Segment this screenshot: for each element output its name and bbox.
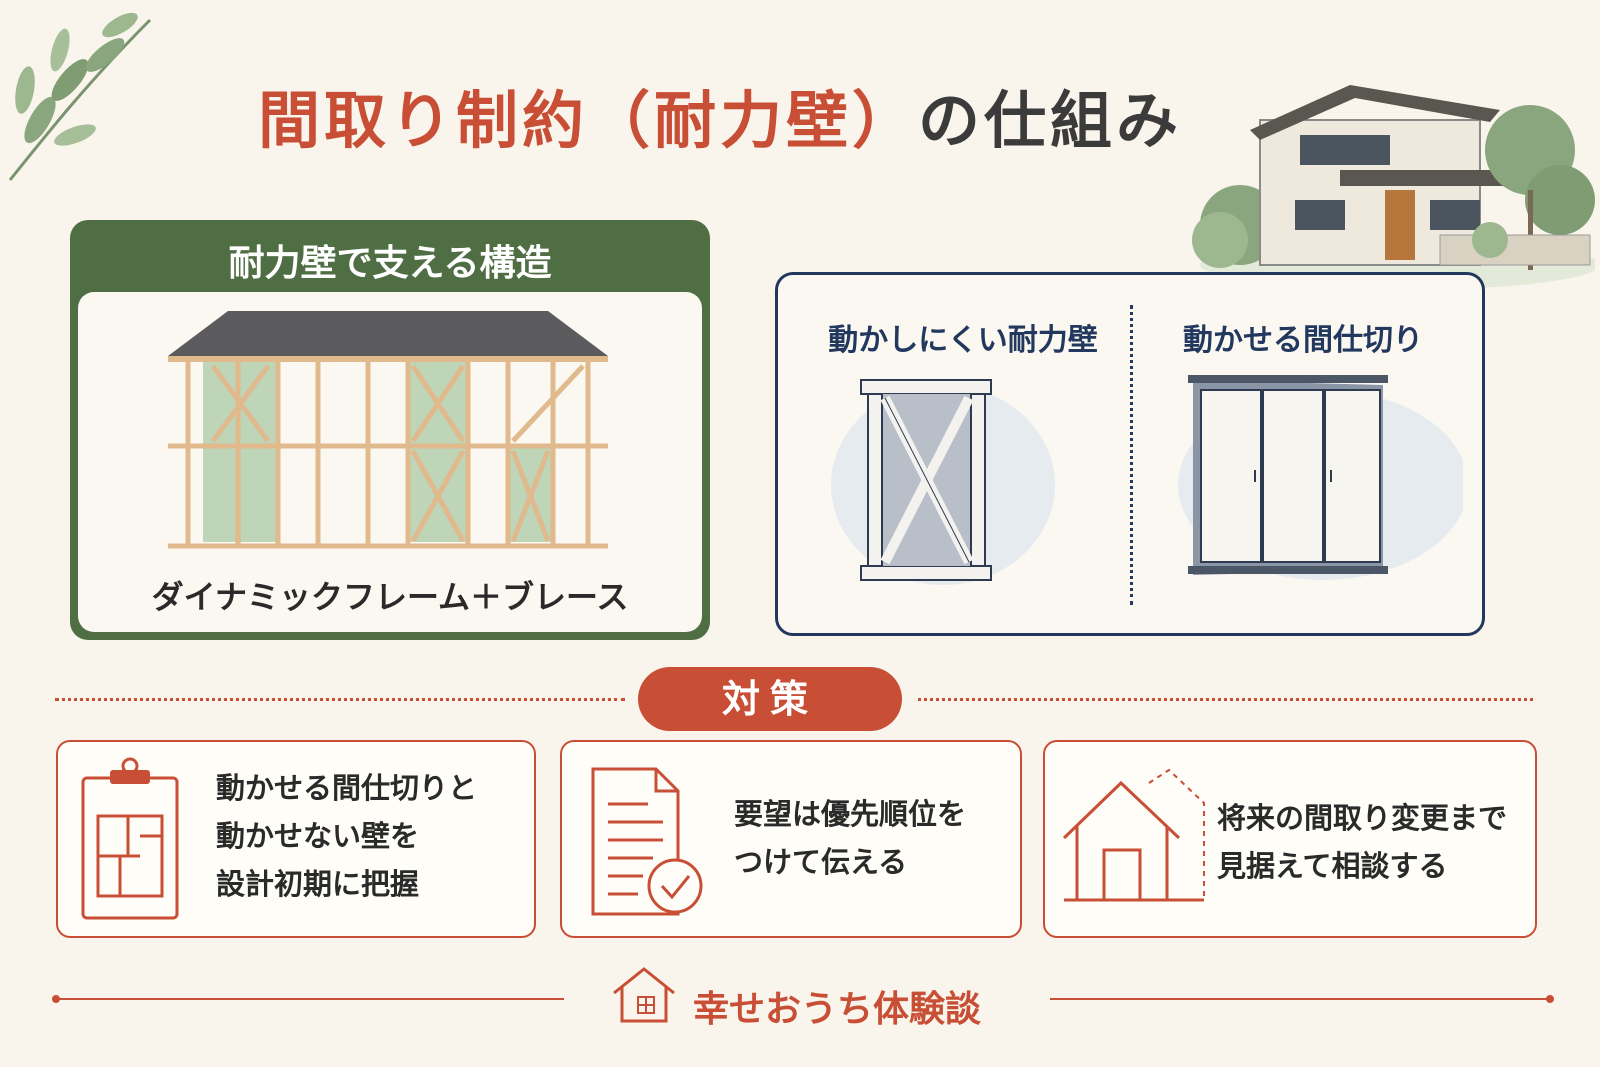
- sliding-partition-icon: [1178, 375, 1463, 580]
- structure-card: 耐力壁で支える構造 ダイナミックフレーム＋ブレース: [70, 220, 710, 640]
- footer-rule-left: [56, 998, 564, 1000]
- page-title: 間取り制約（耐力壁）の仕組み: [0, 70, 1440, 160]
- text-line: 動かせる間仕切りと: [216, 771, 478, 805]
- countermeasure-item-1: 動かせる間仕切りと 動かせない壁を 設計初期に把握: [56, 740, 536, 938]
- countermeasure-item-3-text: 将来の間取り変更まで 見据えて相談する: [1217, 794, 1507, 890]
- footer-dot-right: [1546, 995, 1554, 1003]
- countermeasure-rule-right: [918, 698, 1533, 701]
- house-frame-icon: [168, 311, 608, 549]
- text-line: 将来の間取り変更まで: [1217, 801, 1508, 835]
- house-illustration-icon: [1192, 85, 1595, 290]
- footer-brand: 幸せおうち体験談: [693, 989, 982, 1030]
- house-icon: [613, 967, 675, 1023]
- text-line: 設計初期に把握: [216, 867, 420, 901]
- countermeasure-badge: 対策: [638, 667, 902, 731]
- leaf-branch-icon: [8, 12, 152, 181]
- structure-card-heading: 耐力壁で支える構造: [228, 243, 552, 284]
- structure-card-caption: ダイナミックフレーム＋ブレース: [151, 578, 629, 616]
- bearing-wall-label: 動かしにくい耐力壁: [828, 323, 1098, 358]
- countermeasure-item-2-text: 要望は優先順位を つけて伝える: [734, 790, 966, 886]
- countermeasure-rule-left: [55, 698, 625, 701]
- footer-rule-right: [1050, 998, 1550, 1000]
- comparison-divider: [1130, 305, 1133, 605]
- clipboard-floorplan-icon: [81, 757, 179, 920]
- countermeasure-item-2: 要望は優先順位を つけて伝える: [560, 740, 1022, 938]
- text-line: 見据えて相談する: [1217, 849, 1448, 883]
- text-line: 動かせない壁を: [216, 819, 420, 853]
- text-line: 要望は優先順位を: [734, 797, 967, 831]
- comparison-card: 動かしにくい耐力壁 動かせる間仕切り: [775, 272, 1485, 636]
- document-check-icon: [591, 767, 703, 916]
- house-expand-icon: [1062, 768, 1205, 902]
- countermeasure-item-1-text: 動かせる間仕切りと 動かせない壁を 設計初期に把握: [216, 764, 477, 908]
- structure-card-body: ダイナミックフレーム＋ブレース: [78, 292, 702, 632]
- bearing-wall-icon: [831, 379, 1055, 585]
- text-line: つけて伝える: [734, 845, 908, 879]
- countermeasure-item-3: 将来の間取り変更まで 見据えて相談する: [1043, 740, 1537, 938]
- partition-label: 動かせる間仕切り: [1183, 323, 1423, 358]
- title-main: 間取り制約（耐力壁）: [257, 84, 918, 157]
- title-suffix: の仕組み: [918, 84, 1183, 157]
